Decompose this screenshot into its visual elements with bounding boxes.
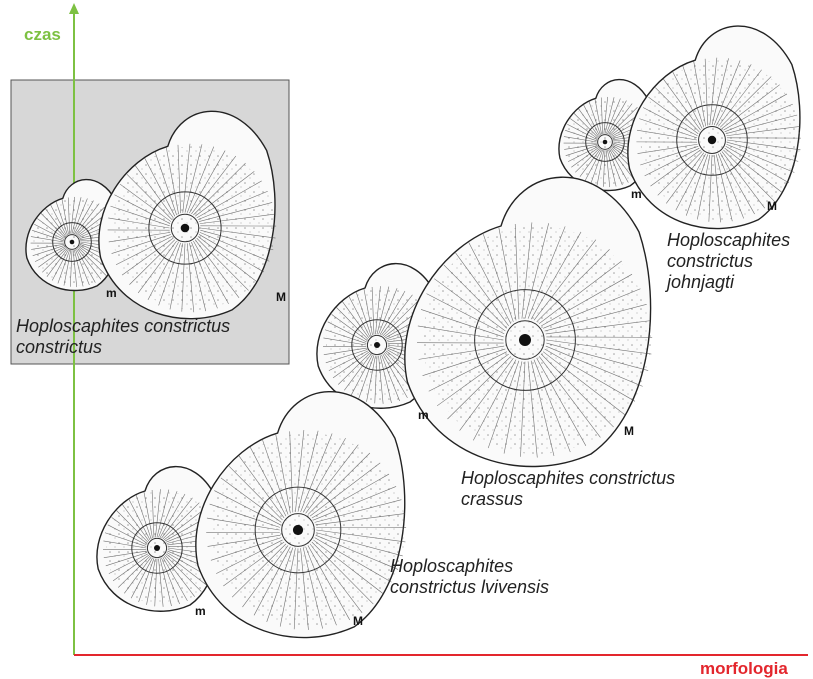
taxon-label-line: constrictus: [16, 337, 230, 358]
taxon-label-line: Hoploscaphites constrictus: [16, 316, 230, 337]
taxon-label-line: crassus: [461, 489, 675, 510]
macroconch-marker: M: [353, 614, 363, 628]
morphology-axis-label: morfologia: [700, 659, 788, 679]
taxon-label-lvivensis: Hoploscaphites constrictus lvivensis: [390, 556, 549, 598]
taxon-label-line: constrictus lvivensis: [390, 577, 549, 598]
microconch-marker: m: [106, 286, 117, 300]
macroconch-marker: M: [624, 424, 634, 438]
taxon-label-line: johnjagti: [667, 272, 790, 293]
time-axis-label: czas: [24, 25, 61, 45]
macroconch-shell: [405, 177, 652, 466]
taxon-label-line: Hoploscaphites: [390, 556, 549, 577]
time-axis-arrow-icon: [69, 3, 79, 14]
macroconch-shell: [196, 392, 406, 638]
taxon-label-constrictus: Hoploscaphites constrictus constrictus: [16, 316, 230, 358]
taxon-label-line: constrictus: [667, 251, 790, 272]
microconch-marker: m: [418, 408, 429, 422]
taxon-label-johnjagti: Hoploscaphites constrictus johnjagti: [667, 230, 790, 293]
macroconch-marker: M: [276, 290, 286, 304]
macroconch-marker: M: [767, 199, 777, 213]
taxon-label-line: Hoploscaphites constrictus: [461, 468, 675, 489]
microconch-marker: m: [195, 604, 206, 618]
taxon-label-line: Hoploscaphites: [667, 230, 790, 251]
taxon-label-crassus: Hoploscaphites constrictus crassus: [461, 468, 675, 510]
microconch-marker: m: [631, 187, 642, 201]
